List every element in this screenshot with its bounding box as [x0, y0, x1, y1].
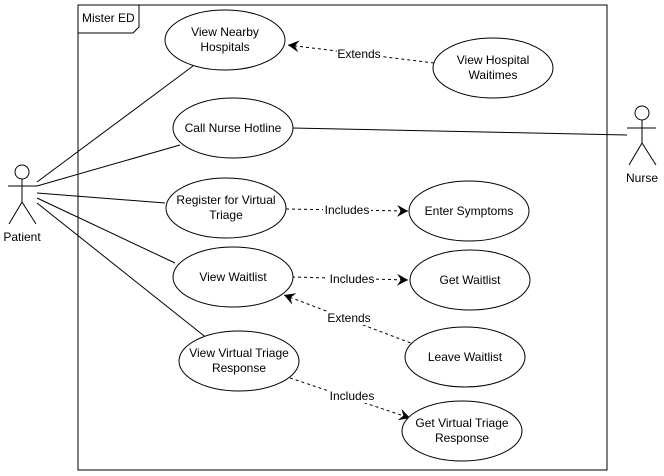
actor-nurse-label: Nurse: [626, 171, 658, 185]
use-case-enter-symptoms: Enter Symptoms: [408, 180, 530, 242]
use-case-view-waitlist: View Waitlist: [172, 246, 294, 308]
actor-nurse: [627, 105, 657, 166]
use-case-get-waitlist: Get Waitlist: [409, 249, 531, 311]
nurse-association: [291, 127, 628, 136]
svg-text:Get Waitlist: Get Waitlist: [440, 273, 502, 287]
use-case-view-nearby-hospitals: View Nearby Hospitals: [164, 9, 286, 71]
extends-hospitals-label: Extends: [337, 47, 380, 61]
svg-text:Enter Symptoms: Enter Symptoms: [425, 204, 514, 218]
use-case-view-hospital-waitimes: View Hospital Waitimes: [432, 37, 554, 99]
actor-patient-label: Patient: [3, 230, 41, 244]
use-case-register-virtual-triage: Register for Virtual Triage: [165, 177, 287, 239]
svg-text:Response: Response: [212, 361, 266, 375]
svg-text:View Waitlist: View Waitlist: [199, 270, 267, 284]
svg-text:View Hospital: View Hospital: [457, 53, 529, 67]
svg-text:View Nearby: View Nearby: [191, 25, 259, 39]
relation-labels: Extends Includes Includes Extends Includ…: [323, 47, 382, 403]
extends-leave-label: Extends: [327, 311, 370, 325]
includes-symptoms-label: Includes: [325, 203, 370, 217]
includes-waitlist-label: Includes: [330, 272, 375, 286]
svg-text:Call Nurse Hotline: Call Nurse Hotline: [185, 121, 282, 135]
svg-text:Response: Response: [435, 431, 489, 445]
use-case-get-virtual-triage-response: Get Virtual Triage Response: [401, 400, 523, 462]
svg-text:Hospitals: Hospitals: [200, 40, 249, 54]
svg-text:Register for Virtual: Register for Virtual: [176, 193, 275, 207]
includes-triage-label: Includes: [330, 389, 375, 403]
use-case-view-virtual-triage-response: View Virtual Triage Response: [178, 330, 300, 392]
svg-text:Leave Waitlist: Leave Waitlist: [428, 350, 503, 364]
use-case-call-nurse-hotline: Call Nurse Hotline: [172, 97, 294, 159]
actor-patient: [8, 164, 37, 225]
use-case-leave-waitlist: Leave Waitlist: [404, 326, 526, 388]
patient-associations: [36, 65, 209, 340]
svg-text:Waitimes: Waitimes: [469, 68, 518, 82]
includes-waitlist-arrow: [291, 273, 409, 286]
patient-head: [14, 164, 30, 180]
svg-text:Get Virtual Triage: Get Virtual Triage: [415, 416, 508, 430]
svg-text:Triage: Triage: [209, 208, 243, 222]
svg-text:View Virtual Triage: View Virtual Triage: [189, 346, 289, 360]
nurse-head: [634, 105, 650, 121]
system-name: Mister ED: [82, 11, 135, 25]
